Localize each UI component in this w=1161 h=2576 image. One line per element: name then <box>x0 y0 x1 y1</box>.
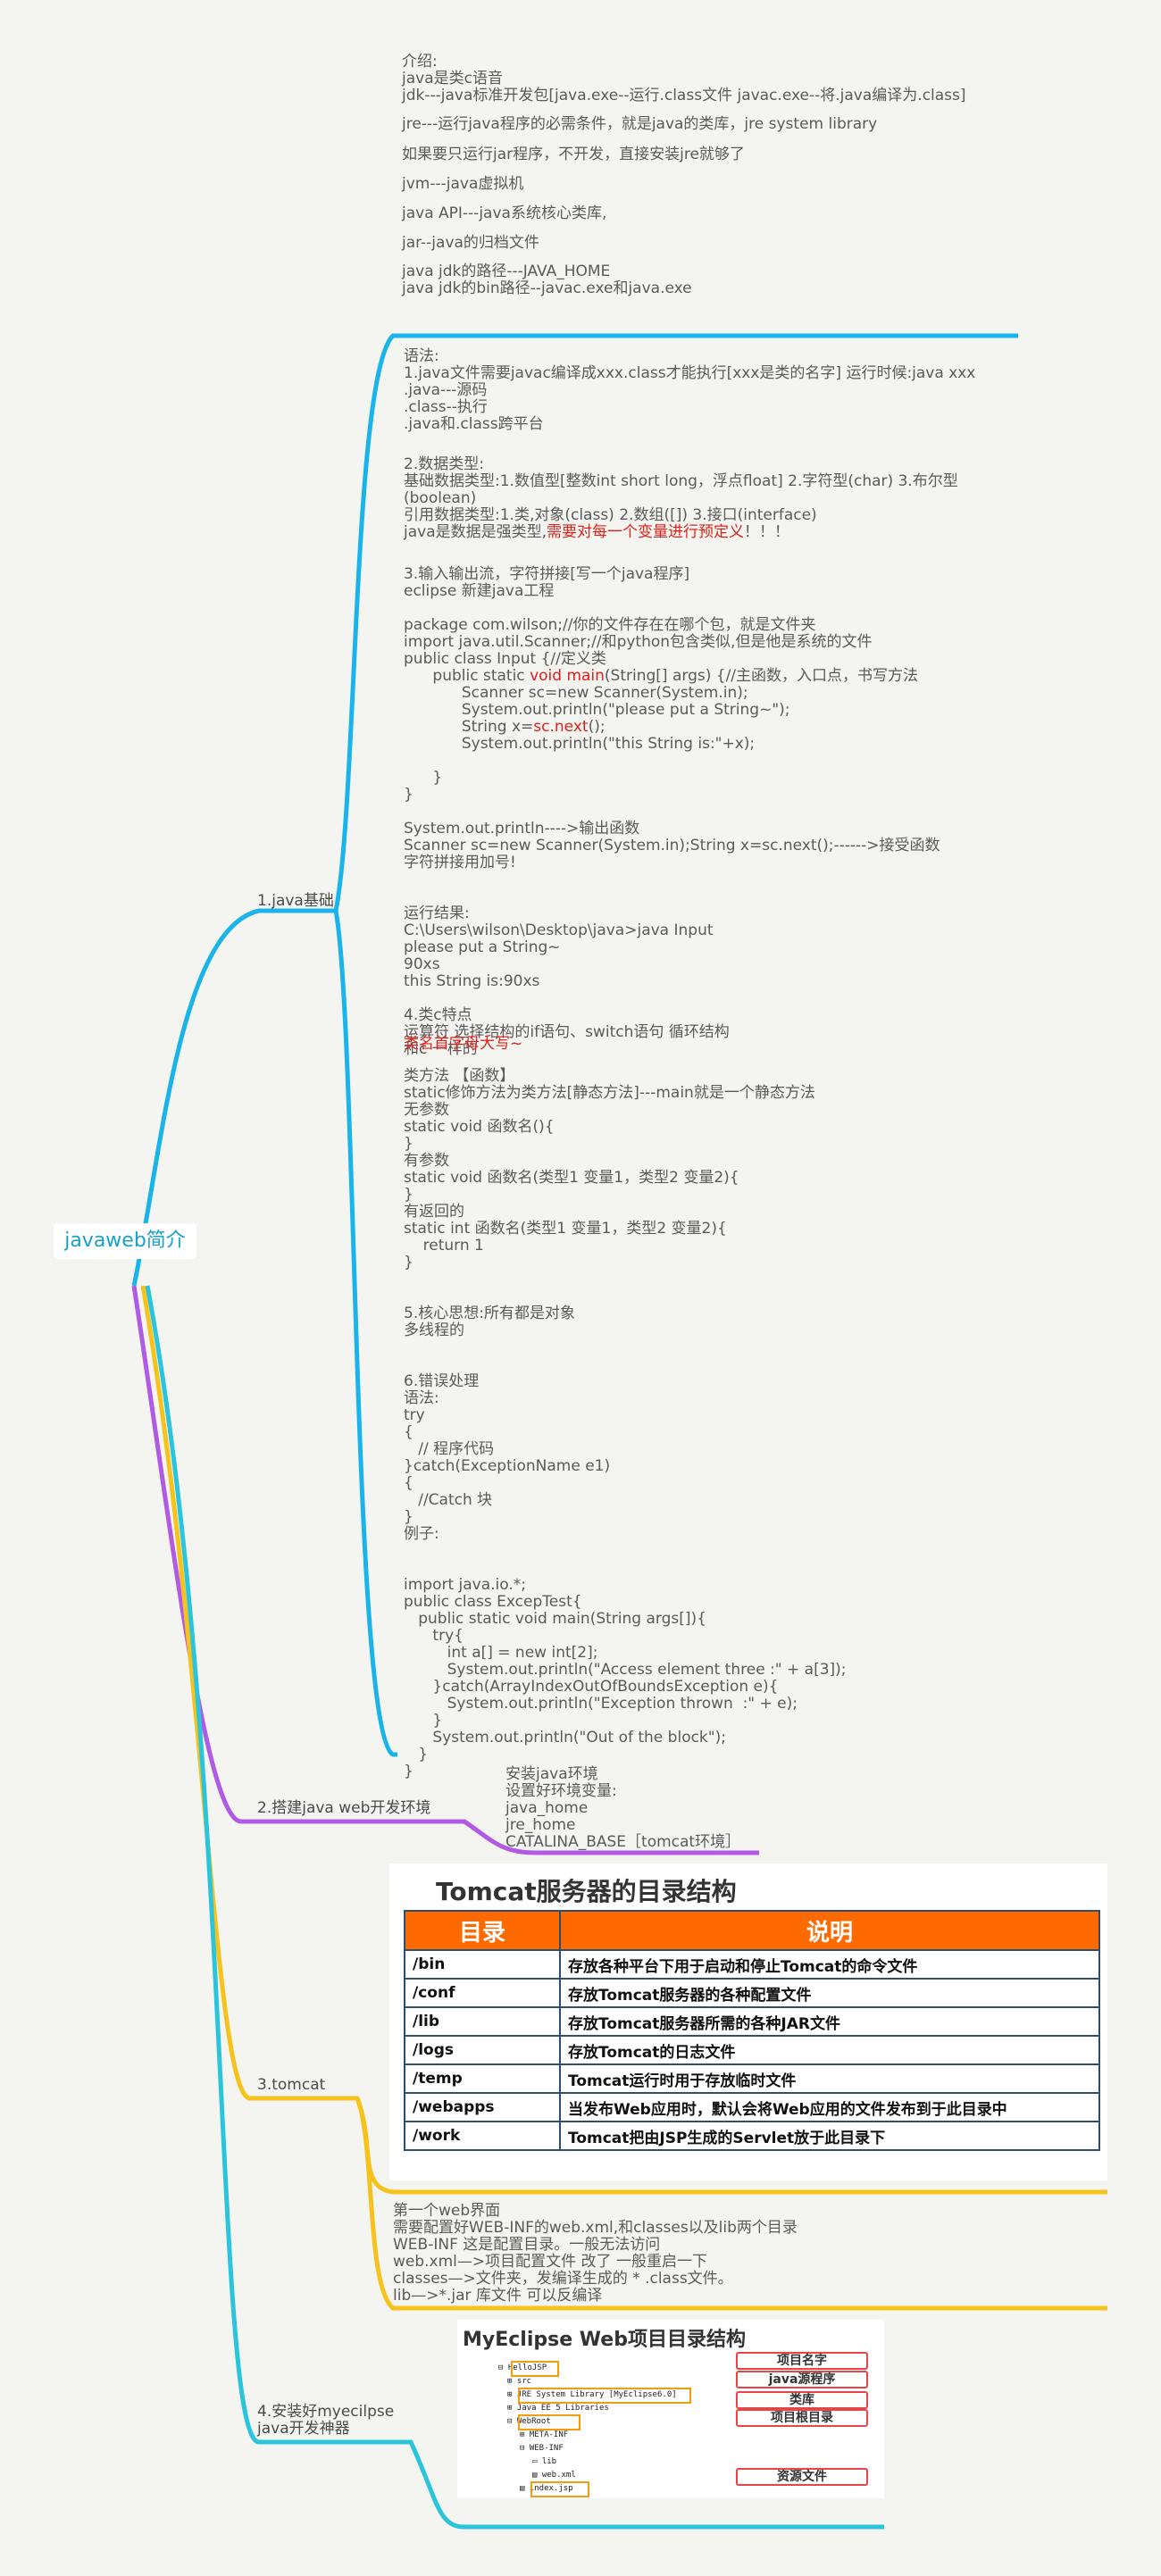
data-types-notes: 2.数据类型: 基础数据类型:1.数值型[整数int short long，浮点… <box>404 455 958 524</box>
branch-java-basics[interactable]: 1.java基础 <box>257 892 334 910</box>
tag-java-source: java源程序 <box>736 2371 868 2388</box>
tree-item-web-inf: ⊟ WEB-INF <box>520 2444 564 2453</box>
main-method-prefix: public static <box>404 667 530 685</box>
io-notes: 3.输入输出流，字符拼接[写一个java程序] eclipse 新建java工程… <box>404 565 873 668</box>
strong-type-highlight: 需要对每一个变量进行预定义 <box>547 523 745 541</box>
strong-type-emphasis: ！！！ <box>744 523 790 541</box>
string-next-highlight: sc.next <box>533 718 589 736</box>
string-next-line: String x=sc.next(); <box>404 719 606 736</box>
desc-cell: Tomcat把由JSP生成的Servlet放于此目录下 <box>559 2121 1100 2151</box>
desc-cell: 存放Tomcat服务器所需的各种JAR文件 <box>559 2006 1100 2037</box>
tomcat-table-title: Tomcat服务器的目录结构 <box>436 1877 737 1906</box>
dir-cell: /bin <box>404 1949 561 1980</box>
tree-item-lib: ▭ lib <box>532 2457 557 2466</box>
desc-cell: 存放各种平台下用于启动和停止Tomcat的命令文件 <box>559 1949 1100 1980</box>
dir-cell: /webapps <box>404 2092 561 2122</box>
header-description: 说明 <box>559 1910 1100 1951</box>
tree-item-project: ⊟ HelloJSP <box>498 2363 547 2372</box>
tree-item-jre: ⊞ JRE System Library [MyEclipse6.0] <box>507 2390 677 2399</box>
tree-item-label: JRE System Library [MyEclipse6.0] <box>516 2390 677 2399</box>
class-name-rule: 类名首字母大写~ <box>404 1035 523 1053</box>
strong-type-line: java是数据是强类型,需要对每一个变量进行预定义！！！ <box>404 524 789 541</box>
tree-item-label: lib <box>541 2457 557 2466</box>
methods-notes: 类方法 【函数】 static修饰方法为类方法[静态方法]---main就是一个… <box>404 1067 847 1780</box>
tree-item-webroot: ⊟ WebRoot <box>507 2417 551 2426</box>
tag-project-name: 项目名字 <box>736 2352 868 2370</box>
tomcat-webapp-notes: 第一个web界面 需要配置好WEB-INF的web.xml,和classes以及… <box>393 2202 798 2305</box>
tree-item-label: WEB-INF <box>529 2444 564 2453</box>
highlight-index-jsp <box>530 2481 589 2497</box>
highlight-jre <box>518 2388 691 2404</box>
branch-tomcat[interactable]: 3.tomcat <box>257 2076 326 2094</box>
dir-cell: /lib <box>404 2006 561 2037</box>
intro-block: 介绍: java是类c语音 jdk---java标准开发包[java.exe--… <box>402 53 966 104</box>
main-method-highlight: void main <box>530 667 605 685</box>
intro-jdk-path: java jdk的路径---JAVA_HOME java jdk的bin路径--… <box>402 263 692 297</box>
table-header-row: 目录 说明 <box>404 1910 1100 1951</box>
main-method-suffix: (String[] args) {//主函数，入口点，书写方法 <box>604 667 919 685</box>
tree-item-label: Java EE 5 Libraries <box>516 2404 609 2413</box>
tree-item-meta-inf: ⊞ META-INF <box>520 2430 569 2439</box>
desc-cell: 存放Tomcat的日志文件 <box>559 2035 1100 2065</box>
desc-cell: 存放Tomcat服务器的各种配置文件 <box>559 1978 1100 2008</box>
scanner-code: Scanner sc=new Scanner(System.in); Syste… <box>461 684 790 719</box>
syntax-notes: 语法: 1.java文件需要javac编译成xxx.class才能执行[xxx是… <box>404 347 976 433</box>
myeclipse-figure-title: MyEclipse Web项目目录结构 <box>463 2329 746 2351</box>
dir-cell: /conf <box>404 1978 561 2008</box>
dir-cell: /logs <box>404 2035 561 2065</box>
branch-myeclipse[interactable]: 4.安装好myecilpse java开发神器 <box>257 2403 395 2438</box>
desc-cell: 当发布Web应用时，默认会将Web应用的文件发布到于此目录中 <box>559 2092 1100 2122</box>
tree-item-label: index.jsp <box>529 2484 573 2493</box>
highlight-webroot <box>518 2414 580 2430</box>
env-notes: 安装java环境 设置好环境变量: java_home jre_home CAT… <box>505 1765 741 1851</box>
intro-jar: jar--java的归档文件 <box>402 234 539 252</box>
header-directory: 目录 <box>404 1910 561 1951</box>
intro-api: java API---java系统核心类库, <box>402 204 607 222</box>
tree-item-label: web.xml <box>541 2471 576 2480</box>
tree-item-label: WebRoot <box>516 2417 551 2426</box>
root-topic[interactable]: javaweb简介 <box>54 1223 196 1259</box>
tree-item-label: src <box>516 2377 532 2386</box>
myeclipse-structure-figure: MyEclipse Web项目目录结构 ⊟ HelloJSP ⊞ src ⊞ J… <box>457 2320 884 2498</box>
intro-jre: jre---运行java程序的必需条件，就是java的类库，jre system… <box>402 115 878 133</box>
tree-item-src: ⊞ src <box>507 2377 532 2386</box>
tree-item-label: META-INF <box>529 2430 569 2439</box>
dir-cell: /temp <box>404 2063 561 2094</box>
tag-libraries: 类库 <box>736 2391 868 2409</box>
strong-type-text: java是数据是强类型, <box>404 523 547 541</box>
tree-item-label: HelloJSP <box>507 2363 547 2372</box>
io-result-notes: System.out.println("this String is:"+x);… <box>404 735 940 1058</box>
branch-javaweb-env[interactable]: 2.搭建java web开发环境 <box>257 1799 431 1817</box>
intro-jvm: jvm---java虚拟机 <box>402 175 524 193</box>
string-next-prefix: String x= <box>404 718 534 736</box>
tag-resources: 资源文件 <box>736 2468 868 2486</box>
main-method-line: public static void main(String[] args) {… <box>404 668 918 685</box>
tree-item-web-xml: ▤ web.xml <box>532 2471 576 2480</box>
tree-item-javaee: ⊞ Java EE 5 Libraries <box>507 2404 609 2413</box>
desc-cell: Tomcat运行时用于存放临时文件 <box>559 2063 1100 2094</box>
string-next-suffix: (); <box>588 718 606 736</box>
tag-root-dir: 项目根目录 <box>736 2409 868 2427</box>
highlight-project <box>511 2361 559 2377</box>
tree-item-index-jsp: ▤ index.jsp <box>520 2484 573 2493</box>
dir-cell: /work <box>404 2121 561 2151</box>
intro-jre-only: 如果要只运行jar程序，不开发，直接安装jre就够了 <box>402 146 745 163</box>
